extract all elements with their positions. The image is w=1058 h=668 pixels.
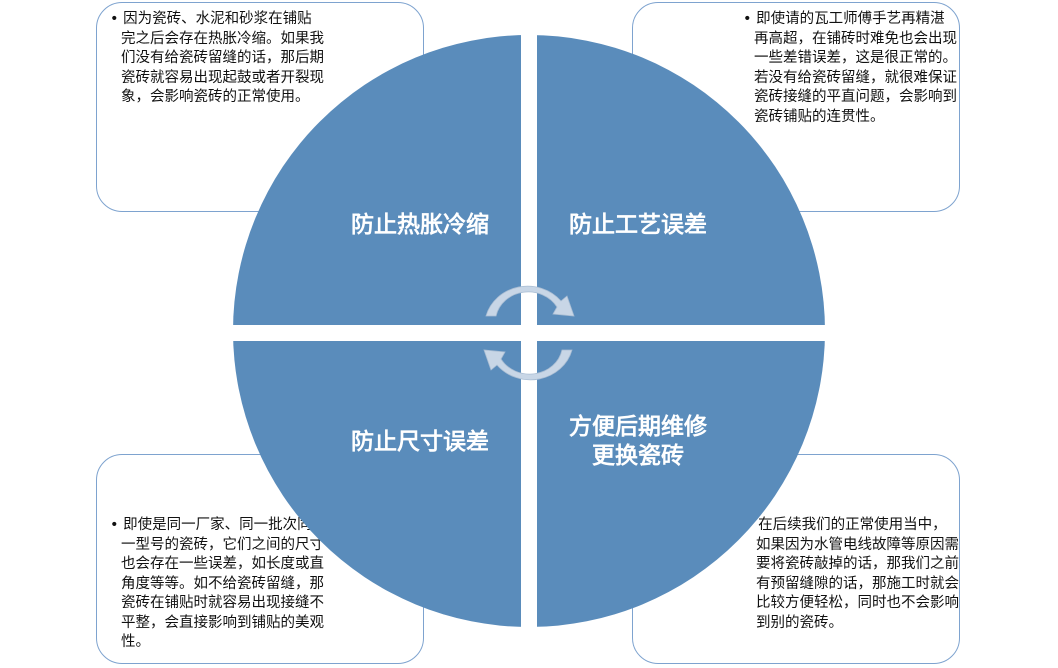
quadrant-bottom-left bbox=[233, 341, 521, 627]
text-bottom-left: 即使是同一厂家、同一批次同一型号的瓷砖，它们之间的尺寸也会存在一些误差，如长度或… bbox=[107, 516, 326, 653]
title-bottom-left: 防止尺寸误差 bbox=[351, 429, 489, 455]
title-bottom-right-line2: 更换瓷砖 bbox=[592, 443, 684, 469]
title-bottom-right-line1: 方便后期维修 bbox=[569, 414, 707, 440]
cycle-arrows-icon bbox=[483, 285, 575, 381]
quadrant-bottom-right bbox=[537, 341, 825, 627]
title-bottom-right: 方便后期维修 更换瓷砖 bbox=[528, 413, 748, 471]
quadrant-top-right bbox=[537, 35, 825, 325]
quadrant-top-left bbox=[233, 35, 521, 325]
text-top-right: 即使请的瓦工师傅手艺再精湛再高超，在铺砖时难免也会出现一些差错误差，这是很正常的… bbox=[740, 10, 959, 127]
title-top-left: 防止热胀冷缩 bbox=[351, 212, 489, 238]
text-bottom-right: 在后续我们的正常使用当中，如果因为水管电线故障等原因需要将瓷砖敲掉的话，那我们之… bbox=[742, 516, 961, 633]
text-top-left: 因为瓷砖、水泥和砂浆在铺贴完之后会存在热胀冷缩。如果我们没有给瓷砖留缝的话，那后… bbox=[107, 10, 326, 108]
title-top-right: 防止工艺误差 bbox=[569, 212, 707, 238]
